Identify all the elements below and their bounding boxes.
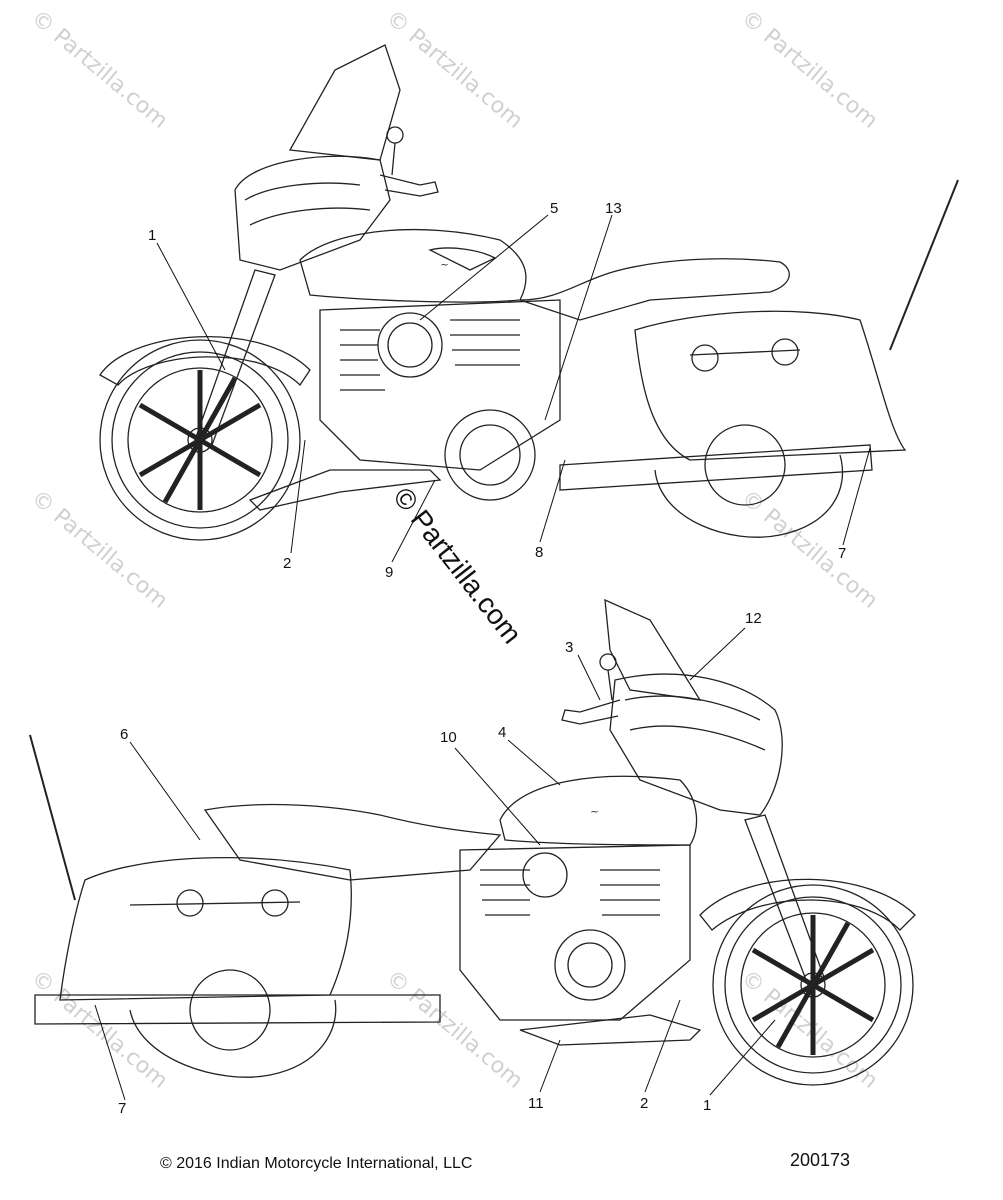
windshield [604, 598, 702, 701]
front-wheel [99, 339, 301, 541]
callout-label: 13 [605, 200, 622, 217]
callout-label: 12 [745, 610, 762, 627]
callout-labels-top: 1 5 13 2 9 8 7 [148, 200, 846, 581]
callout-label: 2 [640, 1095, 648, 1112]
callouts-bottom [94, 627, 776, 1101]
floorboard [519, 1014, 702, 1046]
antenna [889, 179, 959, 351]
front-fork [194, 269, 276, 446]
antenna [29, 734, 76, 901]
callout-label: 4 [498, 724, 506, 741]
callout-label: 6 [120, 726, 128, 743]
watermark-tile: © Partzilla.com [736, 5, 882, 133]
front-fender [99, 336, 311, 387]
callout-label: 3 [565, 639, 573, 656]
fairing [234, 155, 391, 271]
fairing [609, 673, 783, 816]
watermark-tile: © Partzilla.com [736, 485, 882, 613]
callout-label: 2 [283, 555, 291, 572]
rear-wheel [654, 424, 844, 538]
front-wheel [712, 884, 914, 1086]
diagram-id: 200173 [790, 1150, 851, 1170]
rear-wheel [129, 969, 337, 1078]
handlebar [561, 699, 621, 725]
callout-label: 8 [535, 544, 543, 561]
svg-text:~: ~ [440, 258, 449, 271]
floorboard [248, 469, 442, 511]
watermark-tile: © Partzilla.com [26, 5, 172, 133]
callout-label: 7 [118, 1100, 126, 1117]
callout-label: 7 [838, 545, 846, 562]
exhaust [34, 994, 441, 1025]
watermark-tile: © Partzilla.com [381, 965, 527, 1093]
motorcycle-left-view: ~ [99, 44, 959, 541]
front-fork [744, 814, 826, 986]
watermark-center: © Partzilla.com [387, 482, 528, 650]
saddlebag [634, 310, 907, 461]
callout-label: 1 [148, 227, 156, 244]
callout-labels-bottom: 3 12 6 4 10 7 11 2 1 [118, 610, 762, 1117]
windshield [288, 44, 401, 161]
watermark-tile: © Partzilla.com [26, 485, 172, 613]
callout-label: 10 [440, 729, 457, 746]
handlebar [379, 174, 439, 197]
fuel-tank [299, 228, 527, 303]
fuel-tank [499, 775, 698, 846]
engine [459, 844, 691, 1021]
motorcycle-right-view: ~ [29, 598, 916, 1086]
engine [319, 299, 561, 501]
callout-label: 5 [550, 200, 558, 217]
seat [203, 803, 502, 881]
callout-label: 9 [385, 564, 393, 581]
copyright-notice: © 2016 Indian Motorcycle International, … [160, 1155, 473, 1172]
watermark-tile: © Partzilla.com [381, 5, 527, 133]
callout-label: 1 [703, 1097, 711, 1114]
callouts-top [156, 214, 871, 563]
exhaust [559, 444, 873, 491]
callout-label: 11 [528, 1095, 544, 1112]
svg-text:~: ~ [590, 805, 599, 818]
watermark-tile: © Partzilla.com [26, 965, 172, 1093]
seat [519, 258, 790, 321]
saddlebag [59, 857, 352, 1001]
front-fender [699, 878, 916, 931]
